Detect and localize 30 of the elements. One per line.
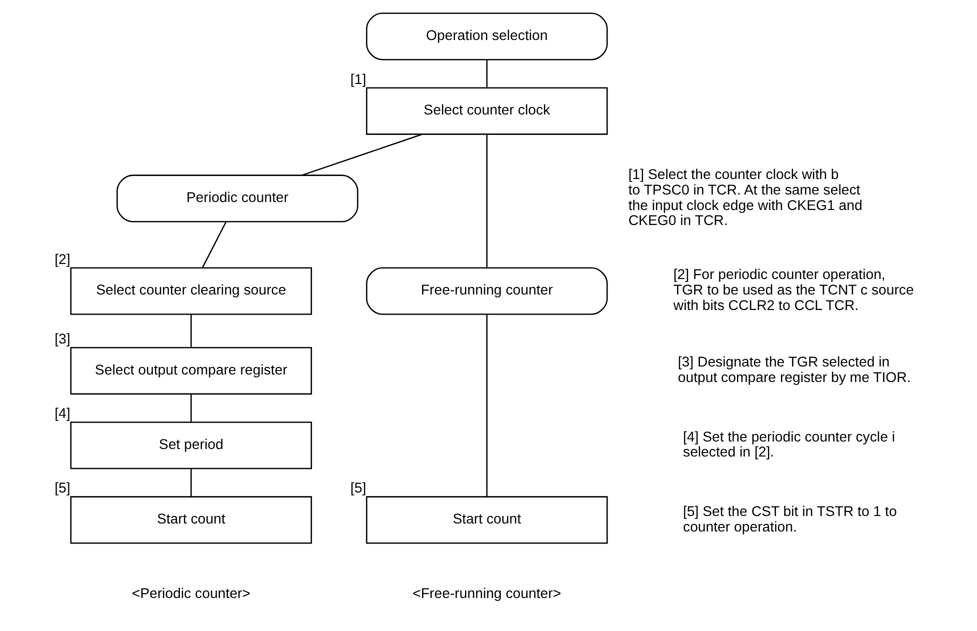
node-label: [2] [54, 250, 70, 267]
node-box: Periodic counter [116, 174, 358, 222]
node-label: [3] [54, 330, 70, 347]
node-label: [4] [54, 405, 70, 422]
label: <Free-running counter> [412, 585, 562, 602]
node-box: Select counter clearing source [70, 267, 312, 315]
label: [1] Select the counter clock with b to TPSC0 in TCR. At the same select the input clock edge with CKEG1 and CKEG0 in TCR. [628, 166, 862, 228]
connector [190, 468, 192, 497]
label: <Periodic counter> [132, 585, 250, 602]
node-box: Set period [70, 422, 312, 470]
connector [202, 222, 227, 268]
connector [486, 60, 488, 88]
node-label: [5] [350, 480, 366, 496]
node-label: [1] [350, 70, 366, 87]
node-box: Start count [366, 496, 608, 544]
label: [2] For periodic counter operation, TGR to be used as the TCNT c source with bits CCLR2 to CCL TCR. [673, 266, 914, 314]
node-box: Select output compare register [70, 347, 312, 395]
connector [486, 134, 488, 268]
label: [3] Designate the TGR selected in output compare register by me TIOR. [678, 354, 911, 386]
connector [190, 394, 192, 422]
node-box: Select counter clock [366, 87, 608, 135]
connector [486, 314, 488, 497]
connector [190, 314, 192, 348]
node-label: [5] [54, 480, 70, 496]
connector [302, 134, 423, 176]
label: [4] Set the periodic counter cycle i selected in [2]. [683, 428, 896, 460]
node-box: Start count [70, 496, 312, 544]
label: [5] Set the CST bit in TSTR to 1 to counter operation. [683, 502, 897, 534]
node-box: Operation selection [366, 12, 608, 60]
node-box: Free-running counter [366, 267, 608, 315]
